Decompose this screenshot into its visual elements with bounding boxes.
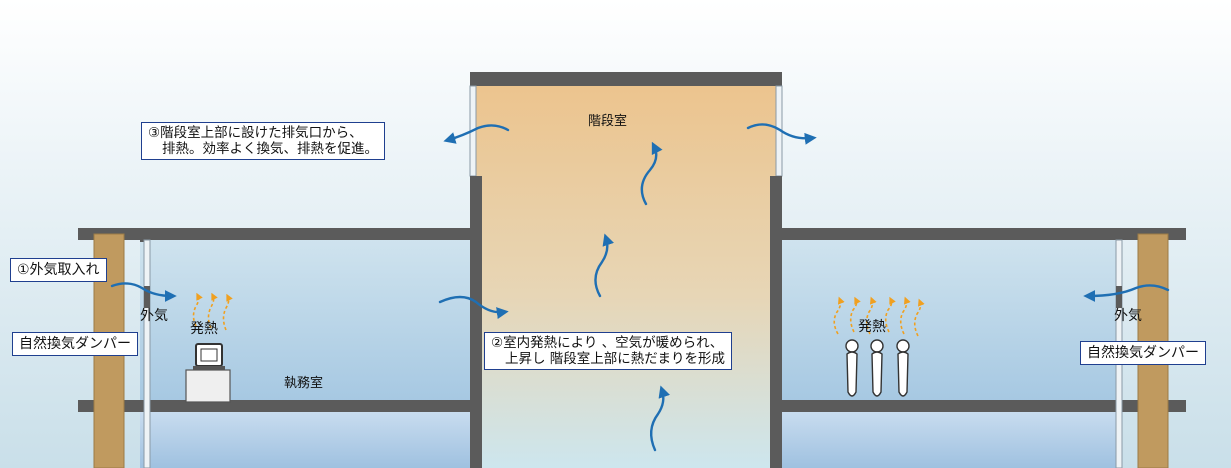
heat-rise-callout-line-1: ②室内発熱により 、空気が暖められ、 xyxy=(491,335,724,351)
outside-air-label-left: 外気 xyxy=(140,308,168,324)
stairwell-right-wall xyxy=(770,176,782,468)
computer-icon xyxy=(185,343,231,403)
heat-rise-callout-line-2: 上昇し 階段室上部に熱だまりを形成 xyxy=(505,351,726,367)
heat-label-left: 発熱 xyxy=(190,321,218,337)
airflow-to-stairwell-arrow xyxy=(438,295,509,319)
stairwell-label: 階段室 xyxy=(588,114,628,129)
left-damper xyxy=(144,286,150,308)
left-facade-glass xyxy=(143,239,151,468)
airflow-rising-arrow-upper xyxy=(640,141,663,206)
heat-label-right: 発熱 xyxy=(858,319,886,335)
stairwell-space xyxy=(470,86,782,468)
heat-rise-callout: ②室内発熱により 、空気が暖められ、 上昇し 階段室上部に熱だまりを形成 xyxy=(484,332,733,370)
left-roof-slab xyxy=(78,228,482,240)
person-icon xyxy=(896,339,910,397)
right-floor-slab xyxy=(770,400,1186,412)
left-roof-edge xyxy=(140,228,148,242)
exhaust-callout: ③階段室上部に設けた排気口から、 排熱。効率よく換気、排熱を促進。 xyxy=(141,122,385,160)
heat-arrows-computer xyxy=(192,292,233,331)
stairwell-left-wall xyxy=(470,176,482,468)
airflow-intake-arrow-right xyxy=(1083,284,1170,302)
right-lower-room xyxy=(782,412,1122,468)
exhaust-callout-line-2: 排熱。効率よく換気、排熱を促進。 xyxy=(162,141,378,157)
intake-label: ①外気取入れ xyxy=(10,258,107,282)
damper-label-left: 自然換気ダンパー xyxy=(12,332,138,356)
right-damper xyxy=(1116,286,1122,308)
left-floor-slab xyxy=(78,400,482,412)
airflow-rising-arrow xyxy=(594,233,614,298)
person-icon xyxy=(870,339,884,397)
airflow-rising-arrow-lower xyxy=(650,385,670,452)
heat-arrows-people xyxy=(833,296,925,337)
office-label: 執務室 xyxy=(284,376,324,391)
right-office-room xyxy=(782,240,1122,402)
right-roof-slab xyxy=(770,228,1186,240)
left-lower-room xyxy=(140,412,470,468)
damper-label-right: 自然換気ダンパー xyxy=(1080,341,1206,365)
airflow-exhaust-arrow-left xyxy=(443,124,510,144)
exhaust-callout-line-1: ③階段室上部に設けた排気口から、 xyxy=(148,125,363,141)
stairwell-roof xyxy=(470,72,782,86)
outside-air-label-right: 外気 xyxy=(1114,308,1142,324)
airflow-exhaust-arrow-right xyxy=(746,123,817,145)
person-icon xyxy=(845,339,859,397)
airflow-intake-arrow xyxy=(110,282,177,302)
